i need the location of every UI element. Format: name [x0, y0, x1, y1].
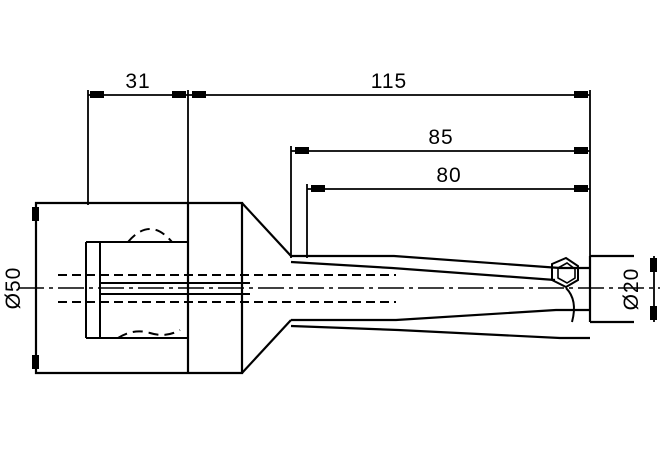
bore-walls: [100, 282, 250, 295]
keyway-top-bump: [127, 228, 173, 243]
dim115-arrow-left: [192, 91, 206, 98]
dim50-arrow-top: [32, 207, 39, 221]
dim85-arrow-left: [295, 147, 309, 154]
upper-body-profile: [291, 254, 590, 270]
dim80-arrow-left: [311, 185, 325, 192]
dim20-arrow-bottom: [650, 306, 657, 320]
dimension-diameter-50: [32, 203, 39, 373]
lower-body-profile: [291, 308, 590, 322]
tip-relief-curve: [565, 287, 575, 323]
dimension-85: [290, 146, 590, 258]
lower-flute-line: [290, 324, 590, 340]
dim31-arrow-left: [90, 91, 104, 98]
shank-internal-features: [85, 241, 188, 339]
dimension-diameter-50-label: Ø50: [2, 267, 25, 310]
dimension-31: [87, 90, 189, 205]
dim85-arrow-right: [574, 147, 588, 154]
dim50-arrow-bottom: [32, 355, 39, 369]
upper-taper-edge: [241, 202, 292, 257]
dimension-115-label: 115: [371, 70, 407, 93]
dimension-115: [188, 90, 591, 258]
centerline-group: [18, 287, 660, 289]
dimension-diameter-20-label: Ø20: [620, 268, 643, 311]
dimension-31-label: 31: [125, 70, 150, 93]
dim31-arrow-right: [172, 91, 186, 98]
insert-seat-inner: [557, 262, 576, 284]
tool-body-geometry: [34, 201, 634, 375]
dimension-diameter-20: [650, 256, 657, 322]
shank-hidden-features: [58, 228, 396, 339]
dimension-80: [306, 184, 590, 258]
keyway-bottom-wave: [117, 329, 181, 339]
dim115-arrow-right: [574, 91, 588, 98]
insert-seat-outline: [551, 256, 579, 289]
upper-flute-line: [290, 260, 556, 282]
dimension-80-label: 80: [436, 164, 461, 187]
lower-taper-edge: [241, 319, 292, 374]
tip-end-block: [590, 254, 634, 324]
dim80-arrow-right: [574, 185, 588, 192]
dim20-arrow-top: [650, 258, 657, 272]
dimension-85-label: 85: [428, 126, 453, 149]
